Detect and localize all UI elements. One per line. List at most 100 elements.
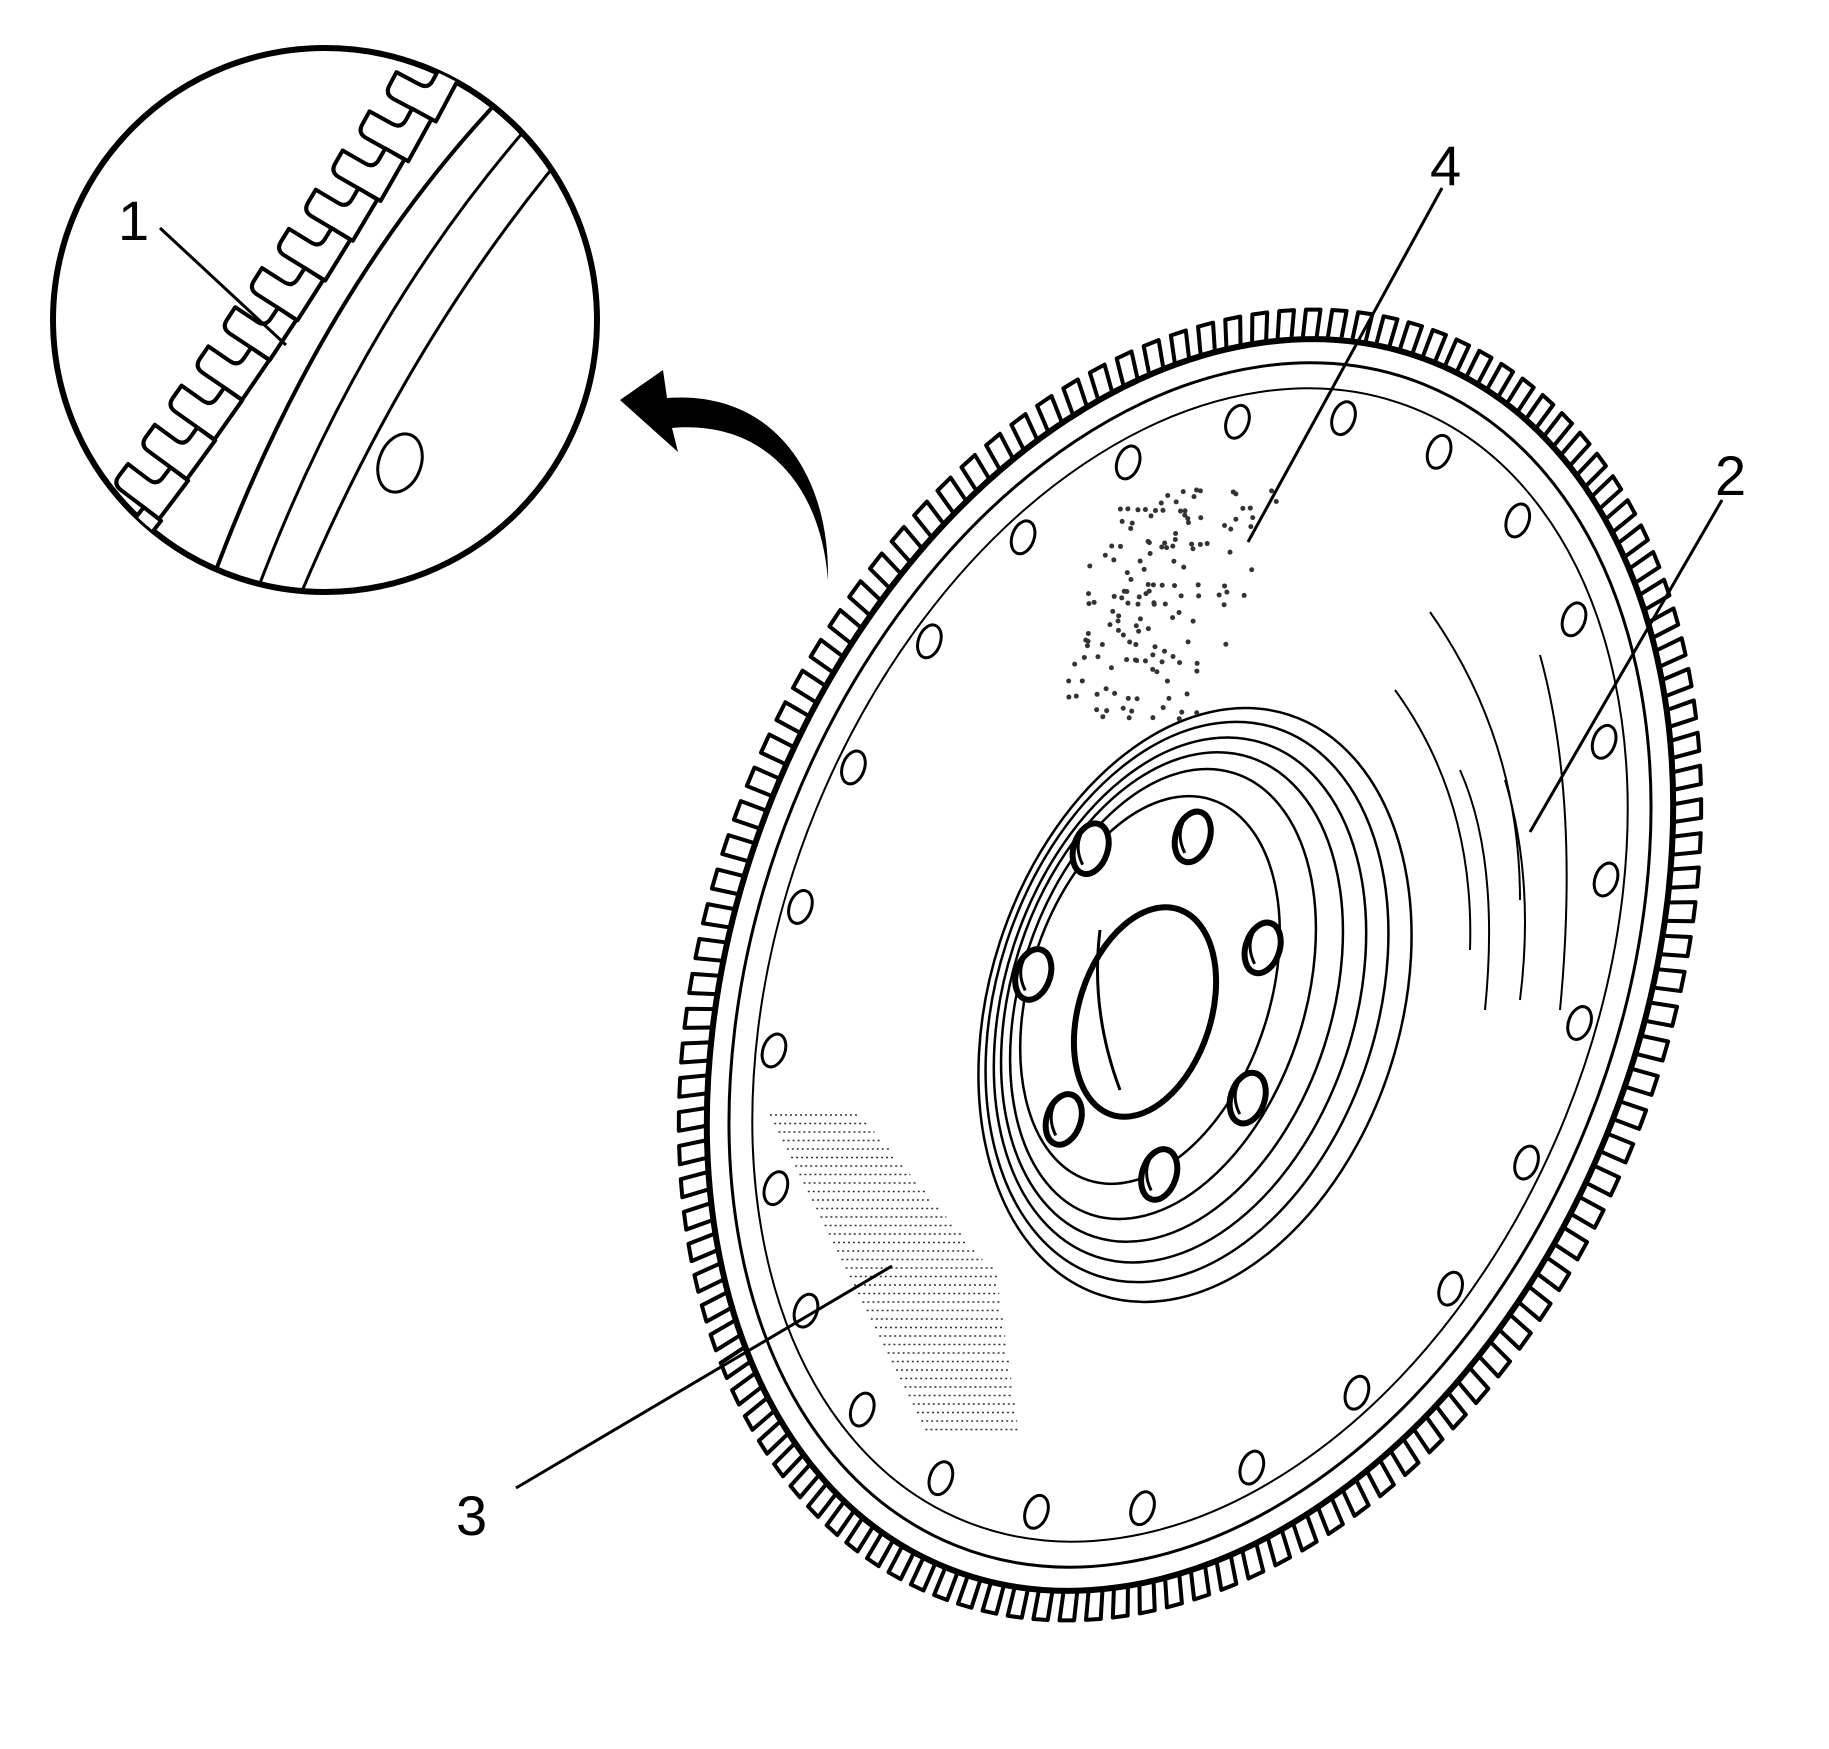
- hot-spot-dot: [1145, 626, 1151, 632]
- flywheel-inner-rim: [727, 361, 1653, 1569]
- ring-gear-tooth: [1591, 474, 1624, 510]
- ring-gear-tooth: [686, 1232, 718, 1264]
- hot-spot-dot: [1086, 601, 1092, 607]
- hot-spot-dot: [1185, 639, 1191, 645]
- detail-bolt-hole: [376, 432, 424, 494]
- ring-gear-tooth: [1656, 636, 1688, 668]
- detail-tooth-outline: [385, 66, 461, 124]
- hot-spot-dot: [1185, 520, 1191, 526]
- ring-gear-tooth: [708, 1319, 741, 1353]
- hot-spot-dot: [1240, 505, 1246, 511]
- ring-gear-tooth: [1505, 376, 1536, 412]
- ring-gear-tooth: [864, 1533, 895, 1569]
- bolt-hole: [1023, 1493, 1050, 1530]
- ring-gear-tooth: [1666, 900, 1698, 924]
- hot-spot-dot: [1066, 694, 1072, 700]
- bolt-hole: [1224, 403, 1251, 440]
- hot-spot-dot: [1094, 691, 1100, 697]
- ring-gear-tooth: [1365, 1460, 1396, 1499]
- curved-arrow-icon: [620, 370, 829, 580]
- detail-tooth: [304, 186, 380, 243]
- detail-tooth-outline: [358, 106, 434, 164]
- ring-gear-tooth: [1537, 1256, 1572, 1293]
- hot-spot-dot: [1084, 643, 1090, 649]
- hot-spot-dot: [1269, 488, 1275, 494]
- ring-gear-tooth: [1035, 393, 1064, 432]
- hot-spot-dot: [1173, 499, 1179, 505]
- hot-spot-dot: [1129, 708, 1135, 714]
- detail-tooth: [331, 146, 407, 204]
- friction-surface-edge: [751, 387, 1629, 1543]
- hot-spot-dot: [1135, 601, 1141, 607]
- hot-spot-dot: [1204, 541, 1210, 547]
- detail-tooth: [358, 106, 434, 164]
- ring-gear-tooth: [932, 1568, 959, 1603]
- ring-gear-tooth: [1214, 1556, 1239, 1592]
- crank-bolt-hole-shadow: [1145, 1159, 1153, 1192]
- hot-spot-dot: [1249, 567, 1255, 573]
- callout-3: 3: [456, 1484, 487, 1547]
- ring-gear-tooth: [824, 1501, 855, 1537]
- hot-spot-dot: [1190, 618, 1196, 624]
- ring-gear-tooth: [1300, 307, 1323, 338]
- hot-spot-dot: [1227, 549, 1233, 555]
- ring-gear-tooth: [1374, 314, 1400, 347]
- hot-spot-dot: [1121, 588, 1127, 594]
- hot-spot-dot: [1087, 563, 1093, 569]
- ring-gear-tooth: [1435, 1392, 1468, 1431]
- ring-gear-tooth: [1057, 1592, 1080, 1623]
- ring-gear-tooth: [1605, 498, 1638, 533]
- ring-gear-tooth: [1673, 831, 1703, 857]
- ring-gear-tooth: [1478, 1341, 1512, 1379]
- bolt-hole: [760, 1032, 788, 1069]
- hot-spot-dot: [1136, 594, 1142, 600]
- detail-tooth-outline: [168, 383, 245, 442]
- hot-spot-dot: [1099, 642, 1105, 648]
- hot-spot-dot: [1176, 716, 1182, 722]
- hot-spot-dot: [1135, 507, 1141, 513]
- bolt-hole: [927, 1460, 955, 1497]
- hot-spot-dot: [1161, 648, 1167, 654]
- ring-gear-tooth: [744, 765, 780, 798]
- hot-spot-dot: [1150, 652, 1156, 658]
- ring-gear-tooth: [1223, 314, 1243, 348]
- hot-spot-dot: [1150, 666, 1156, 672]
- bolt-hole: [1566, 1005, 1593, 1041]
- hot-spot-dot: [1125, 506, 1131, 512]
- ring-gear-tooth: [1137, 1582, 1157, 1616]
- ring-gear-tooth: [1543, 411, 1574, 447]
- hot-spot-dot: [1137, 616, 1143, 622]
- hot-spot-dot: [1273, 499, 1279, 505]
- hot-spot-dot: [1112, 690, 1118, 696]
- hot-spot-dot: [1111, 593, 1117, 599]
- ring-gear-tooth: [1639, 577, 1672, 611]
- ring-gear-tooth: [1614, 1100, 1649, 1131]
- hot-spot-dot: [1180, 489, 1186, 495]
- heat-check-arcs: [1394, 611, 1568, 1011]
- hot-spot-dot: [1233, 491, 1239, 497]
- bolt-hole: [1590, 723, 1618, 760]
- ring-gear-tooth: [1189, 1567, 1212, 1602]
- ring-gear-tooth: [889, 524, 923, 563]
- hot-spot-dot: [1109, 543, 1115, 549]
- hot-spot-dot: [1150, 715, 1156, 721]
- ring-gear-tooth: [681, 1201, 713, 1232]
- hot-spot-dot: [1197, 541, 1203, 547]
- bolt-hole: [916, 623, 943, 660]
- hot-spot-dot: [1182, 512, 1188, 518]
- hot-spot-dot: [1162, 540, 1168, 546]
- hot-spot-dot: [1216, 592, 1222, 598]
- hot-spot-dot: [1170, 615, 1176, 621]
- hot-spot-dot: [1179, 709, 1185, 715]
- hot-spot-dot: [1195, 582, 1201, 588]
- hot-spot-dot: [1172, 536, 1178, 542]
- pilot-bore-shadow: [1096, 929, 1122, 1091]
- ring-gear-tooth: [1661, 933, 1693, 959]
- leader-line-3: [515, 1264, 893, 1490]
- hot-spot-dots: [1066, 487, 1279, 722]
- hot-spot-dot: [1233, 516, 1239, 522]
- ring-gear-tooth: [693, 936, 726, 963]
- ring-gear-tooth: [1571, 1195, 1606, 1230]
- ring-gear-tooth: [912, 499, 945, 538]
- ring-gear-tooth: [1341, 1480, 1371, 1518]
